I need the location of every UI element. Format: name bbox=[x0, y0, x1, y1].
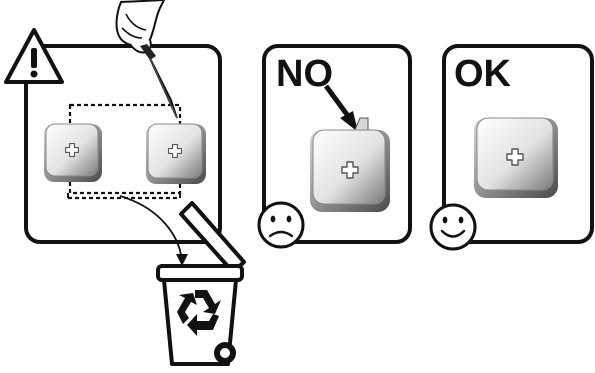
panel-ok: OK bbox=[431, 46, 592, 249]
panel-no: NO bbox=[259, 46, 410, 247]
pad-ok bbox=[474, 118, 558, 198]
pad-left bbox=[44, 124, 102, 182]
pad-right bbox=[146, 124, 206, 184]
panel-cut bbox=[6, 0, 220, 266]
panel-no-label: NO bbox=[276, 53, 333, 95]
happy-face-icon bbox=[431, 205, 475, 249]
pad-no bbox=[310, 130, 390, 212]
sad-face-icon bbox=[259, 203, 303, 247]
panel-ok-label: OK bbox=[454, 53, 512, 95]
